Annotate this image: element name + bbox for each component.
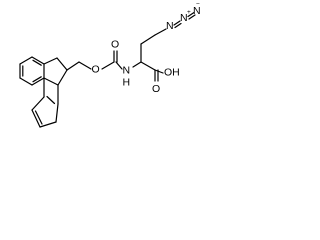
azide-n1-label: N [166, 20, 174, 32]
azide-n2-charge: + [187, 9, 191, 16]
acid-hydroxyl-label: OH [164, 66, 180, 78]
azide-n3-charge: − [196, 1, 200, 8]
amino-acid-backbone [132, 28, 167, 82]
fmoc-linker [66, 50, 123, 71]
azide-n2-label: N [180, 12, 188, 24]
amine-nitrogen-label: N [123, 64, 131, 76]
azide-group: N N + N − [166, 1, 201, 32]
fluorenyl-group [19, 56, 68, 128]
fluorene-lower-ring [31, 77, 59, 128]
fluorene-five-ring [43, 57, 68, 86]
acid-carbonyl-oxygen-label: O [152, 83, 160, 95]
carbamate-carbonyl-oxygen-label: O [111, 38, 119, 50]
carbamate-oxygen-label: O [92, 63, 100, 75]
fluorene-upper-ring [19, 56, 45, 86]
amine-hydrogen-label: H [123, 76, 131, 88]
chemical-structure: O O N H OH O N N + N − [19, 1, 201, 128]
azide-n3-label: N [193, 5, 201, 17]
